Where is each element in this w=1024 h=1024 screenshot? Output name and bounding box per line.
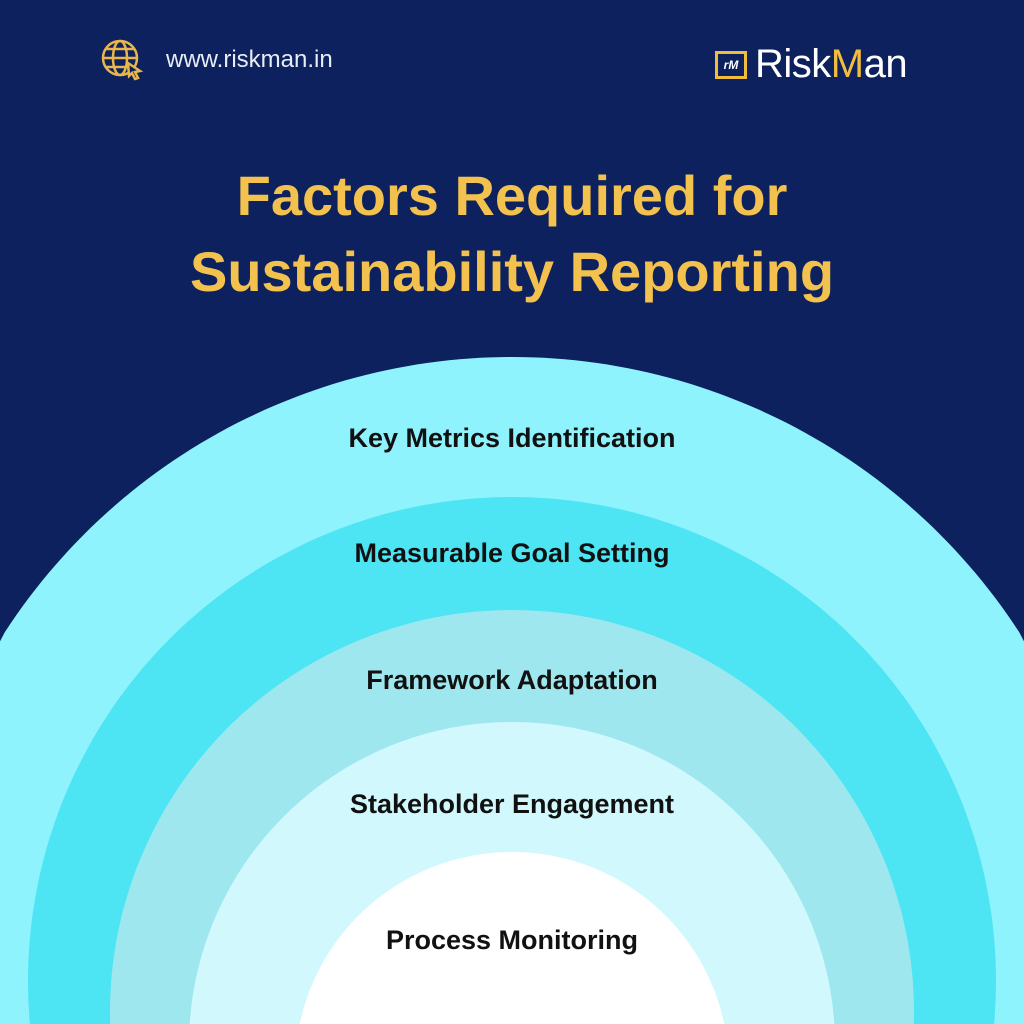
website-url[interactable]: www.riskman.in — [166, 46, 333, 73]
layer-ring-5 — [295, 852, 729, 1024]
logo-mark-icon: rM — [715, 50, 747, 79]
website-link[interactable]: www.riskman.in — [100, 38, 333, 82]
logo-text-suffix: an — [863, 42, 908, 86]
logo-text-highlight: M — [830, 42, 864, 86]
title-line-2: Sustainability Reporting — [189, 240, 835, 303]
layer-label-5: Process Monitoring — [385, 925, 639, 955]
title-line-1: Factors Required for — [236, 164, 788, 227]
layer-label-4: Stakeholder Engagement — [349, 789, 675, 819]
logo-mark-text: rM — [723, 57, 739, 72]
riskman-logo: rM RiskMan — [715, 42, 908, 87]
logo-text: RiskMan — [755, 42, 908, 87]
layer-label-1: Key Metrics Identification — [348, 423, 676, 453]
logo-text-prefix: Risk — [755, 42, 831, 86]
layer-label-3: Framework Adaptation — [366, 665, 658, 695]
layer-label-2: Measurable Goal Setting — [354, 538, 670, 568]
globe-cursor-icon — [101, 39, 144, 81]
page-title: Factors Required for Sustainability Repo… — [0, 158, 1024, 310]
